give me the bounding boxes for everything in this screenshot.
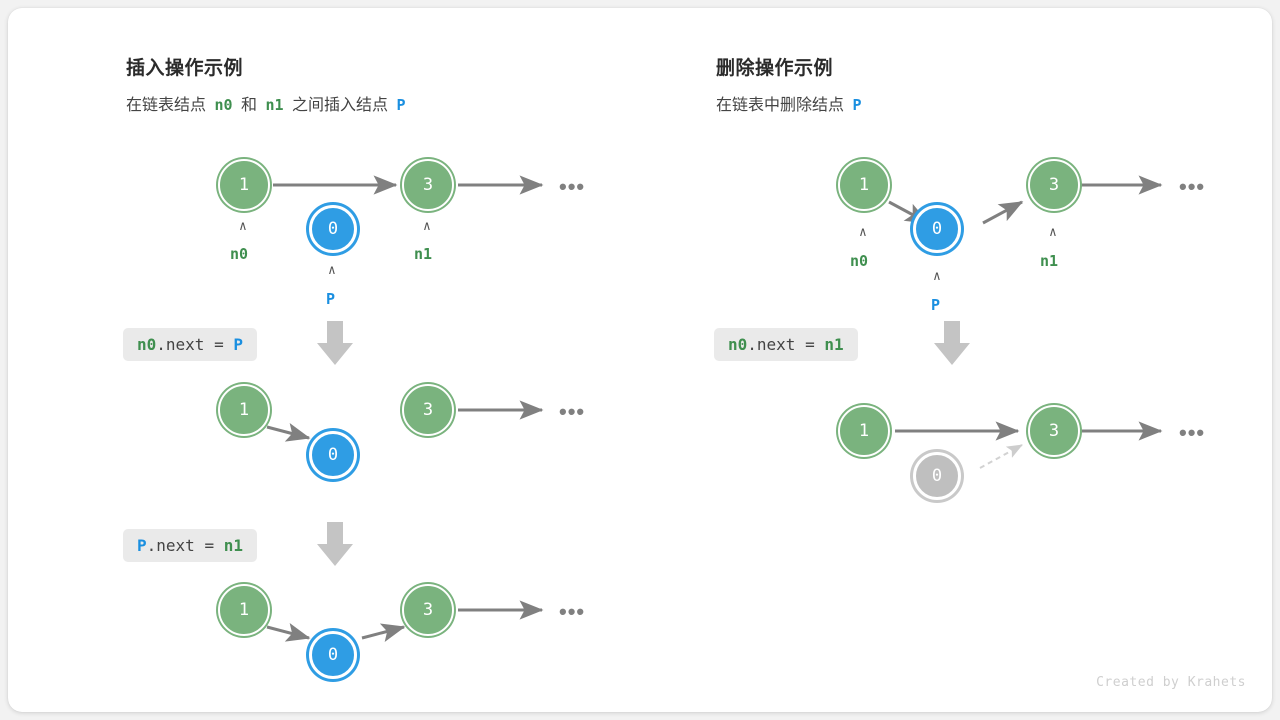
caret-icon: ∧ bbox=[328, 263, 336, 278]
subtitle-code-n1: n1 bbox=[265, 96, 284, 114]
pointer-label-p: P bbox=[326, 290, 336, 308]
insert-panel-subtitle: 在链表结点 n0 和 n1 之间插入结点 P bbox=[126, 91, 409, 115]
node-3[interactable]: 3 bbox=[402, 159, 454, 211]
ellipsis: ••• bbox=[559, 399, 586, 424]
ellipsis: ••• bbox=[1179, 420, 1206, 445]
code-token-n1: n1 bbox=[223, 536, 243, 555]
pointer-label-n1: n1 bbox=[1040, 252, 1059, 270]
subtitle-code-n0: n0 bbox=[214, 96, 233, 114]
ellipsis: ••• bbox=[559, 174, 586, 199]
code-token-next: .next = bbox=[747, 335, 825, 354]
ellipsis: ••• bbox=[1179, 174, 1206, 199]
code-token-n1: n1 bbox=[824, 335, 844, 354]
diagram-card: 插入操作示例 在链表结点 n0 和 n1 之间插入结点 P bbox=[8, 8, 1272, 712]
down-arrow-icon bbox=[934, 321, 970, 365]
subtitle-segment: 在链表中删除结点 bbox=[716, 97, 845, 114]
code-token-p: P bbox=[137, 536, 147, 555]
subtitle-code-p: P bbox=[396, 96, 406, 114]
node-1[interactable]: 1 bbox=[838, 159, 890, 211]
node-3[interactable]: 3 bbox=[1028, 159, 1080, 211]
node-3[interactable]: 3 bbox=[402, 384, 454, 436]
panel-delete-operation: 删除操作示例 在链表中删除结点 P 1 ∧ n0 0 ∧ P 3 ∧ n1 bbox=[640, 8, 1272, 712]
node-0[interactable]: 0 bbox=[309, 431, 357, 479]
caret-icon: ∧ bbox=[859, 225, 867, 240]
node-3[interactable]: 3 bbox=[402, 584, 454, 636]
code-token-n0: n0 bbox=[728, 335, 748, 354]
node-0[interactable]: 0 bbox=[913, 205, 961, 253]
down-arrow-icon bbox=[317, 321, 353, 365]
ellipsis: ••• bbox=[559, 599, 586, 624]
delete-panel-title: 删除操作示例 bbox=[716, 58, 834, 79]
code-chip-step1: n0.next = P bbox=[123, 328, 257, 361]
node-1[interactable]: 1 bbox=[218, 159, 270, 211]
node-1[interactable]: 1 bbox=[218, 584, 270, 636]
subtitle-segment: 和 bbox=[240, 97, 257, 114]
pointer-label-p: P bbox=[931, 296, 941, 314]
node-1[interactable]: 1 bbox=[218, 384, 270, 436]
caret-icon: ∧ bbox=[933, 269, 941, 284]
code-token-n0: n0 bbox=[137, 335, 157, 354]
subtitle-segment: 在链表结点 bbox=[126, 97, 207, 114]
node-0[interactable]: 0 bbox=[309, 631, 357, 679]
node-1[interactable]: 1 bbox=[838, 405, 890, 457]
pointer-label-n1: n1 bbox=[414, 245, 433, 263]
down-arrow-icon bbox=[317, 522, 353, 566]
node-0-deleted[interactable]: 0 bbox=[913, 452, 961, 500]
panel-insert-operation: 插入操作示例 在链表结点 n0 和 n1 之间插入结点 P bbox=[8, 8, 640, 712]
node-0[interactable]: 0 bbox=[309, 205, 357, 253]
delete-panel-subtitle: 在链表中删除结点 P bbox=[716, 91, 866, 115]
pointer-label-n0: n0 bbox=[230, 245, 249, 263]
subtitle-segment: 之间插入结点 bbox=[291, 97, 388, 114]
pointer-label-n0: n0 bbox=[850, 252, 869, 270]
credit-text: Created by Krahets bbox=[1096, 675, 1246, 690]
code-token-p: P bbox=[233, 335, 243, 354]
insert-panel-title: 插入操作示例 bbox=[126, 58, 244, 79]
code-chip-step1: n0.next = n1 bbox=[714, 328, 858, 361]
caret-icon: ∧ bbox=[1049, 225, 1057, 240]
code-token-next: .next = bbox=[156, 335, 234, 354]
code-token-next: .next = bbox=[146, 536, 224, 555]
caret-icon: ∧ bbox=[423, 219, 431, 234]
caret-icon: ∧ bbox=[239, 219, 247, 234]
code-chip-step2: P.next = n1 bbox=[123, 529, 257, 562]
subtitle-code-p: P bbox=[852, 96, 862, 114]
node-3[interactable]: 3 bbox=[1028, 405, 1080, 457]
